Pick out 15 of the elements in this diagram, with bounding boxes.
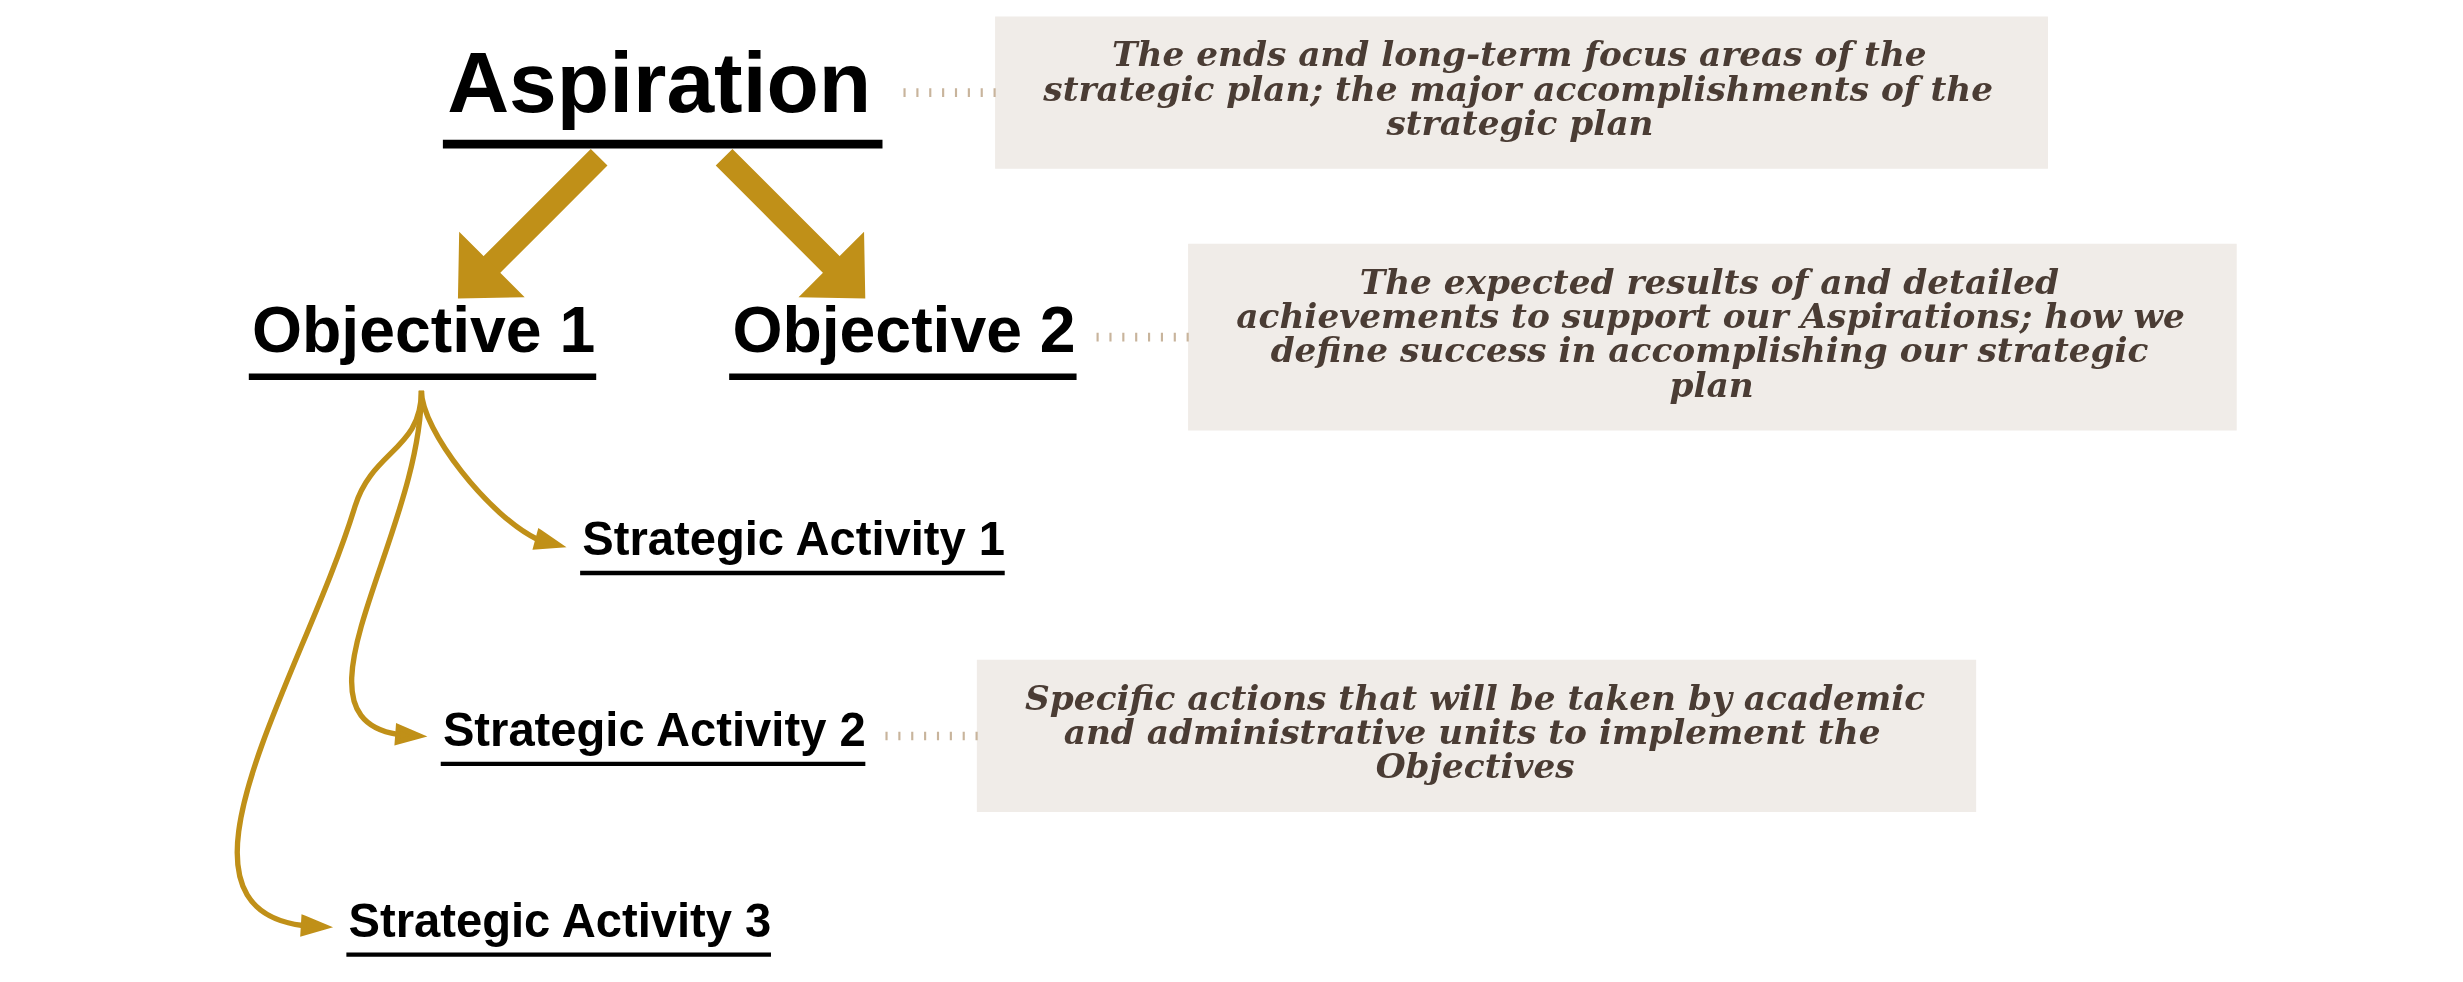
connector: [885, 731, 978, 740]
node-text: Strategic Activity 2: [442, 702, 866, 756]
node-text: Aspiration: [447, 33, 872, 130]
arrow: [234, 390, 425, 937]
node-text: Objective 1: [252, 293, 596, 366]
node-text: Strategic Activity 1: [582, 511, 1006, 565]
node-box: The expected results of and detailed achievements to support our Aspirations; how we define success in accomplishing our strategic plan: [1188, 243, 2237, 430]
arrow: [457, 148, 608, 298]
arrow: [715, 148, 866, 298]
connector: [903, 87, 996, 97]
connector: [1096, 332, 1190, 341]
node-text: Objective 2: [732, 293, 1076, 366]
node-box: The ends and long-term focus areas of the strategic plan; the major accomplishments of the strategic plan: [995, 16, 2048, 169]
node-box: Specific actions that will be taken by academic and administrative units to implement the Objectives: [976, 659, 1977, 812]
node-text: Strategic Activity 3: [348, 893, 772, 947]
